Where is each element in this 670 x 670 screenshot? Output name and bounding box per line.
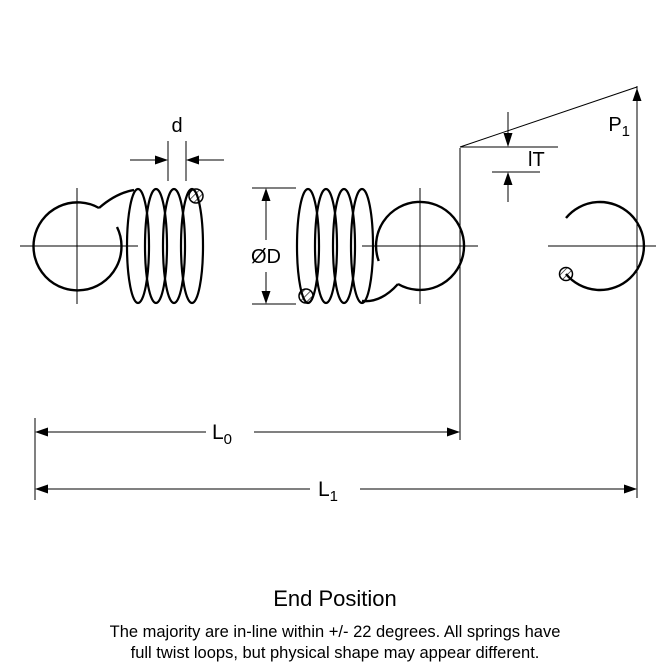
label-p1-sub: 1 (622, 123, 630, 140)
dim-od-arrow-up (261, 188, 271, 201)
label-d: d (171, 115, 182, 137)
end-hook-wire-tip (558, 266, 574, 282)
caption-line-1: The majority are in-line within +/- 22 d… (110, 623, 561, 641)
left-coil-3 (161, 187, 187, 305)
dim-p1-arrow-up (632, 88, 642, 101)
label-l1-main: L (318, 478, 330, 501)
dimension-p1: P1 (459, 86, 642, 498)
end-position-label: End Position (273, 586, 397, 611)
label-l1-sub: 1 (330, 488, 338, 505)
left-wire-end-section (188, 188, 204, 204)
label-l0: L0 (212, 421, 232, 448)
right-hook-loop (374, 200, 466, 292)
left-hook-connector (98, 188, 135, 209)
end-position-hook (548, 200, 656, 292)
dim-lt-arrow-up (503, 172, 513, 185)
right-coil-3 (331, 187, 357, 305)
right-coil-2 (313, 187, 339, 305)
end-position-slant-line (459, 86, 638, 148)
right-spring (295, 187, 478, 305)
left-hook-loop (32, 201, 123, 292)
label-p1: P1 (608, 114, 630, 140)
end-hook-loop (565, 200, 646, 292)
caption: The majority are in-line within +/- 22 d… (110, 623, 561, 662)
dimension-d: d (130, 115, 224, 181)
right-hook-connector (361, 283, 399, 303)
caption-line-2: full twist loops, but physical shape may… (131, 644, 540, 662)
dim-d-arrow-right (186, 155, 199, 165)
dim-l1-arrow-left (35, 484, 48, 494)
left-coil-2 (143, 187, 169, 305)
left-coil-1 (125, 187, 151, 305)
dim-l0-arrow-left (35, 427, 48, 437)
label-p1-main: P (608, 114, 621, 136)
dim-l0-arrow-right (447, 427, 460, 437)
dimension-l0: L0 (34, 148, 461, 500)
dim-d-arrow-left (155, 155, 168, 165)
label-l0-main: L (212, 421, 224, 444)
dim-l1-arrow-right (624, 484, 637, 494)
label-l0-sub: 0 (224, 431, 232, 448)
label-od: ØD (251, 246, 281, 268)
dimension-l1: L1 (35, 478, 637, 505)
dim-od-arrow-down (261, 291, 271, 304)
right-wire-end-section (298, 288, 314, 304)
dim-lt-arrow-down (503, 133, 513, 147)
dimension-od: ØD (251, 187, 296, 305)
label-lt: lT (528, 149, 545, 171)
left-coil-4 (179, 187, 205, 305)
dimension-lt: lT (460, 112, 558, 202)
left-spring (20, 187, 205, 305)
label-l1: L1 (318, 478, 338, 505)
right-coil-4 (349, 187, 375, 305)
